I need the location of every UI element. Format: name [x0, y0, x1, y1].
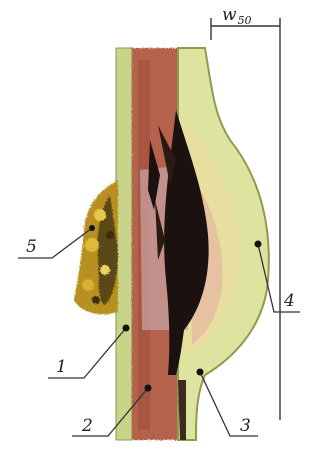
callout-2: 2 [81, 416, 93, 436]
callout-1: 1 [56, 357, 67, 377]
outer-layer-left [116, 48, 132, 440]
corrosion-deposit [74, 180, 118, 314]
callout-5: 5 [26, 237, 37, 257]
callout-3: 3 [240, 416, 251, 436]
dimension-label: w50 [222, 5, 252, 27]
callout-4: 4 [283, 291, 295, 311]
